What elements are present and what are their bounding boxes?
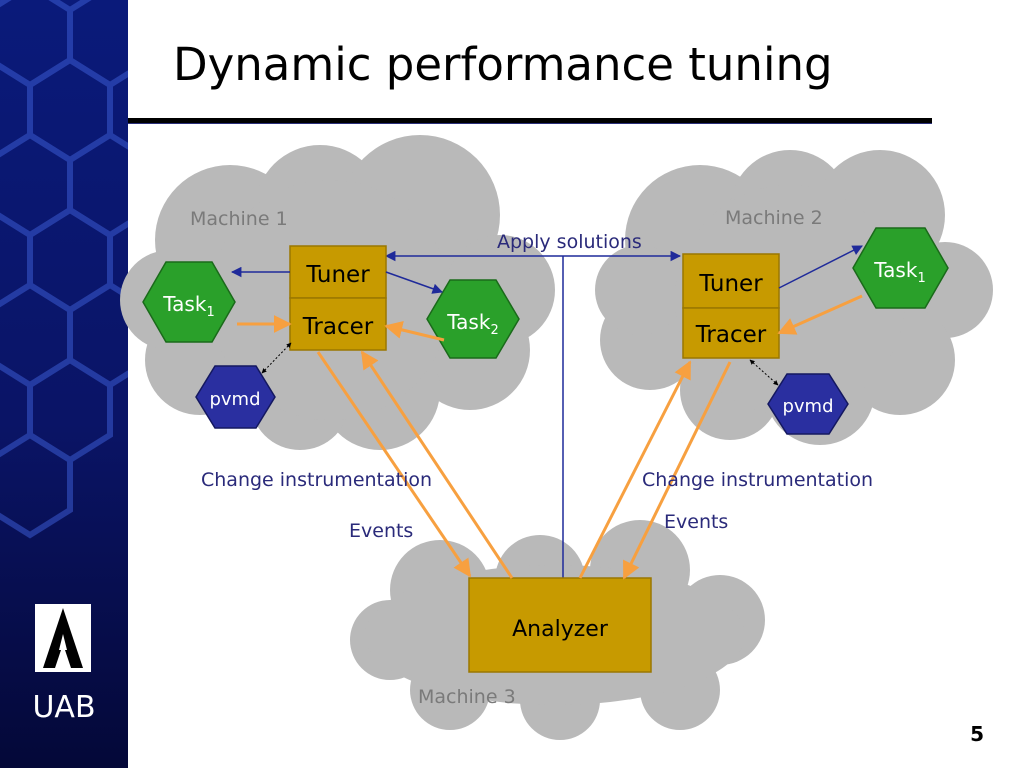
apply-solutions-label: Apply solutions [497,231,642,253]
machine-2-label: Machine 2 [725,207,823,229]
svg-text:Task1: Task1 [873,258,925,286]
machine-2-arrows [749,245,863,386]
machine-1-task-1-sub: 1 [206,305,214,320]
events-left-label: Events [349,520,413,542]
slide-title: Dynamic performance tuning [173,38,833,91]
machine-2-tuner-box: Tuner [682,253,780,309]
machine-2-task-1-label: Task [873,258,918,282]
svg-text:Task1: Task1 [162,292,214,320]
machine-2-task-1-sub: 1 [917,271,925,286]
svg-text:Task2: Task2 [446,310,498,338]
machine-1-pvmd: pvmd [195,365,276,429]
change-instrumentation-right-label: Change instrumentation [642,469,873,491]
machine-1-label: Machine 1 [190,208,288,230]
machine-1-task-2: Task2 [426,279,520,359]
analyzer-box: Analyzer [468,577,652,673]
machine-2-cloud [595,150,993,445]
events-right-label: Events [664,511,728,533]
machine-1-tracer-box: Tracer [289,297,387,351]
machine-1-task-2-label: Task [446,310,491,334]
analyzer-label: Analyzer [512,617,609,642]
machine-1-pvmd-label: pvmd [209,389,260,410]
machine-1-task-1: Task1 [142,261,236,343]
uab-logo [35,604,91,672]
machine-1-task-1-label: Task [162,292,207,316]
page-number: 5 [970,722,984,746]
machine-2-tracer-box: Tracer [682,307,780,359]
apply-solutions-connector [384,250,682,580]
change-instrumentation-left-label: Change instrumentation [201,469,432,491]
machine-1-tracer-label: Tracer [302,314,374,340]
machine-1-tuner-box: Tuner [289,245,387,299]
title-underline-accent [128,123,932,124]
machine-2-pvmd-label: pvmd [782,396,833,417]
institution-label: UAB [32,690,96,725]
machine-2-tracer-label: Tracer [695,322,767,348]
instrumentation-event-arrows [316,350,732,580]
machine-2-pvmd: pvmd [767,373,849,435]
title-underline [128,118,932,123]
machine-1-task-2-sub: 2 [490,323,498,338]
machine-1-arrows [230,266,445,374]
machine-2-tuner-label: Tuner [698,271,763,297]
machine-3-label: Machine 3 [418,686,516,708]
machine-1-tuner-label: Tuner [305,262,370,288]
machine-2-task-1: Task1 [852,227,949,309]
